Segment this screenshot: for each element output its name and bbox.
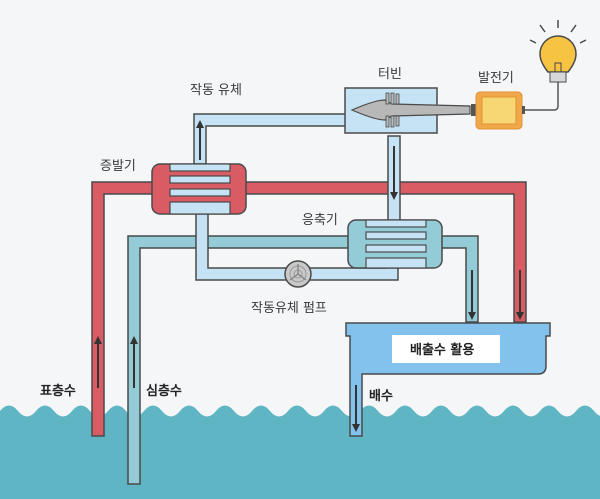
discharge-tank bbox=[345, 322, 551, 437]
label-deep-water: 심층수 bbox=[146, 383, 182, 399]
condenser bbox=[347, 219, 443, 269]
label-discharge-use: 배출수 활용 bbox=[410, 342, 474, 358]
light-bulb-icon bbox=[529, 20, 587, 83]
label-condenser: 응축기 bbox=[302, 213, 338, 228]
power-wire bbox=[525, 82, 559, 111]
label-generator: 발전기 bbox=[478, 71, 514, 86]
turbine bbox=[344, 87, 476, 134]
label-evaporator: 증발기 bbox=[100, 159, 136, 174]
label-working-fluid: 작동 유체 bbox=[190, 83, 242, 98]
working-fluid-pipe-up bbox=[193, 113, 349, 165]
label-turbine: 터빈 bbox=[378, 67, 402, 82]
sea bbox=[0, 405, 600, 499]
generator bbox=[475, 91, 525, 130]
evaporator bbox=[151, 163, 247, 215]
label-pump: 작동유체 펌프 bbox=[251, 301, 327, 316]
label-drain: 배수 bbox=[369, 388, 393, 404]
working-fluid-pump bbox=[284, 260, 312, 288]
label-surface-water: 표층수 bbox=[40, 383, 76, 399]
